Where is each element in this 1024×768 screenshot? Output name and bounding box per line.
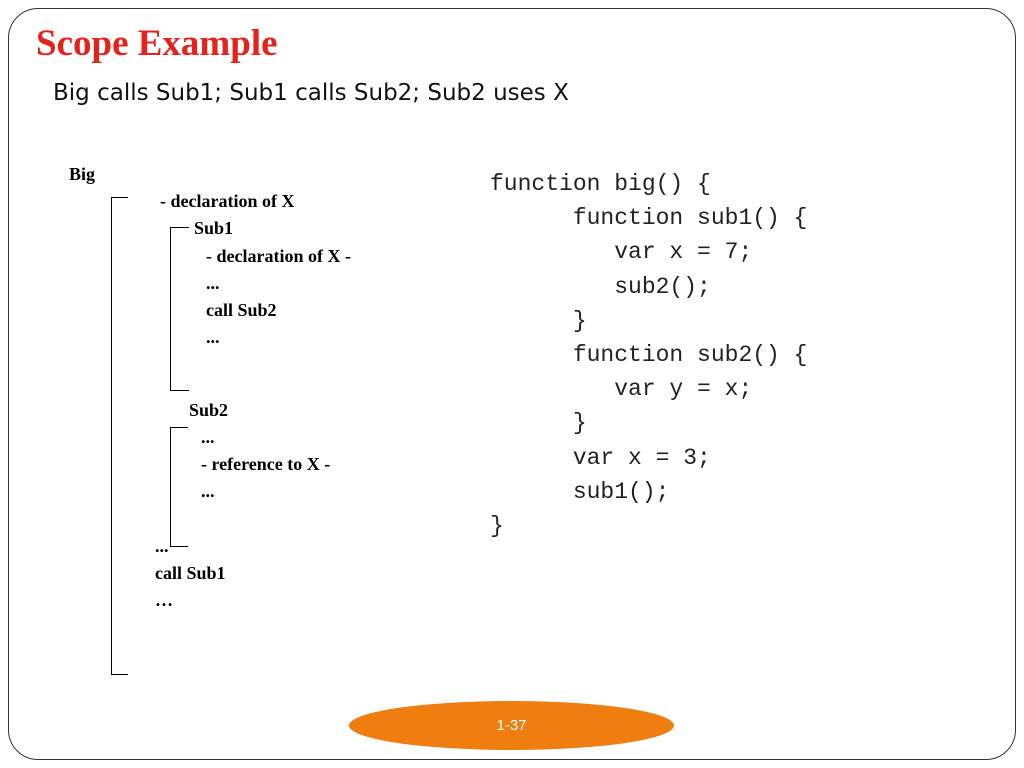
sub2-scope-bracket — [170, 427, 188, 547]
big-declaration: - declaration of X — [160, 191, 295, 211]
sub2-label: Sub2 — [189, 400, 229, 420]
code-line: } — [490, 410, 587, 436]
big-tail-line: … — [155, 590, 173, 610]
sub1-line: ... — [206, 327, 220, 347]
code-line: var x = 3; — [490, 445, 711, 471]
slide-subtitle: Big calls Sub1; Sub1 calls Sub2; Sub2 us… — [53, 80, 569, 106]
sub2-line: ... — [201, 427, 215, 447]
slide-frame — [8, 8, 1016, 760]
page-number: 1-37 — [496, 717, 527, 734]
code-line: var x = 7; — [490, 239, 753, 265]
code-line: sub2(); — [490, 274, 711, 300]
big-tail-line: call Sub1 — [155, 563, 226, 583]
sub1-line: call Sub2 — [206, 300, 277, 320]
code-line: } — [490, 513, 504, 539]
big-scope-bracket — [111, 197, 128, 675]
code-line: function big() { — [490, 171, 711, 197]
code-line: var y = x; — [490, 376, 753, 402]
sub1-scope-bracket — [170, 227, 189, 391]
code-line: } — [490, 308, 587, 334]
code-line: function sub1() { — [490, 205, 808, 231]
page-number-pill — [349, 701, 674, 750]
code-line: sub1(); — [490, 479, 670, 505]
big-tail-line: ... — [155, 536, 169, 556]
slide-title: Scope Example — [36, 23, 278, 64]
sub1-label: Sub1 — [194, 218, 234, 238]
sub1-line: ... — [206, 273, 220, 293]
code-line: function sub2() { — [490, 342, 808, 368]
sub2-line: ... — [201, 481, 215, 501]
sub1-line: - declaration of X - — [206, 246, 351, 266]
sub2-line: - reference to X - — [201, 454, 331, 474]
big-label: Big — [69, 164, 96, 184]
